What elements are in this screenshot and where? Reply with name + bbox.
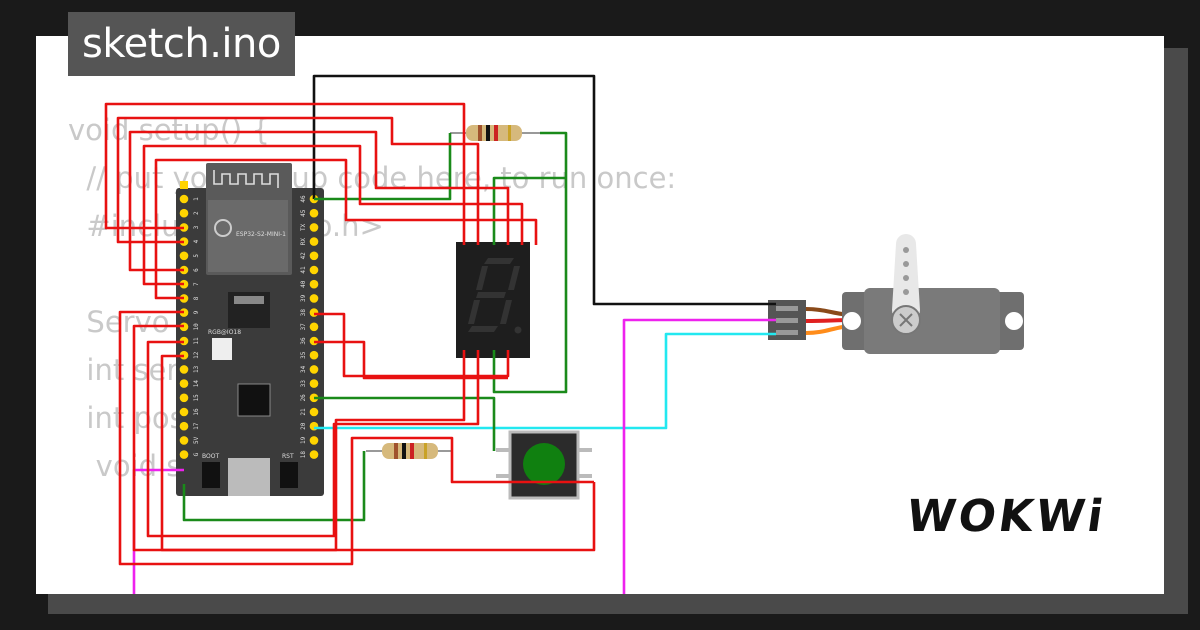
rst-button[interactable]: [280, 462, 298, 488]
pin-TX[interactable]: [309, 223, 319, 232]
pin-label: 45: [300, 209, 307, 217]
pin-label: 9: [193, 310, 200, 314]
espressif-logo-icon: [214, 219, 232, 237]
code-line: int ser: [68, 353, 179, 387]
pin-label: 6: [193, 268, 200, 272]
pin-label: 7: [193, 282, 200, 286]
pin-39[interactable]: [309, 294, 319, 303]
pin-19[interactable]: [309, 436, 319, 445]
pin-37[interactable]: [309, 322, 319, 332]
pin-label: 34: [300, 365, 307, 373]
pin-label: 3: [193, 225, 200, 229]
pin-13[interactable]: [179, 365, 189, 374]
pin-40[interactable]: [309, 279, 319, 289]
pin-label: 8: [193, 296, 200, 300]
display-segments: [468, 258, 522, 334]
pin-label: 26: [300, 394, 307, 402]
pin-38[interactable]: [309, 308, 319, 317]
pin-35[interactable]: [309, 350, 319, 360]
pin-34[interactable]: [309, 365, 319, 374]
pin-label: 12: [193, 351, 200, 359]
pin-label: 40: [300, 280, 307, 288]
pin-15[interactable]: [179, 393, 189, 403]
pin-label: 39: [300, 294, 307, 302]
pin-45[interactable]: [309, 208, 319, 218]
code-line: Servo: [68, 305, 170, 339]
pushbutton[interactable]: [496, 430, 592, 500]
pin-label: 14: [193, 380, 200, 388]
wokwi-logo: WOKWi: [903, 491, 1110, 542]
pin-33[interactable]: [309, 379, 319, 388]
pin-label: 19: [300, 436, 307, 444]
pin-label: 16: [193, 408, 200, 416]
pin-label: 10: [193, 323, 200, 331]
usb-connector: [228, 458, 270, 496]
pin-label: TX: [300, 223, 307, 231]
circuit-diagram: ESP32-S2-MINI-1 RGB@IO18 BOOT RST 123456…: [104, 74, 1024, 594]
pin-1[interactable]: [179, 194, 189, 204]
pin-label: 41: [300, 266, 307, 274]
module-label: ESP32-S2-MINI-1: [236, 231, 286, 238]
usb-chip: [237, 383, 271, 417]
pin-17[interactable]: [179, 421, 189, 431]
rgb-led: [212, 338, 232, 360]
button-cap[interactable]: [523, 443, 565, 485]
pin-5V[interactable]: [179, 436, 189, 445]
pin-label: 17: [193, 422, 200, 430]
pin-label: 35: [300, 351, 307, 359]
pin-label: 13: [193, 365, 200, 373]
pin-label: 38: [300, 309, 307, 317]
rst-label: RST: [282, 453, 294, 460]
diagram-canvas: void setup() { // put your setup code he…: [36, 36, 1164, 594]
pin-G[interactable]: [179, 450, 189, 459]
rgb-led-label: RGB@IO18: [208, 329, 241, 336]
antenna-icon: [213, 170, 279, 188]
esp32-s2-board[interactable]: ESP32-S2-MINI-1 RGB@IO18 BOOT RST 123456…: [176, 163, 324, 496]
wires: [104, 74, 776, 594]
pin-label: 21: [300, 408, 307, 416]
pin-42[interactable]: [309, 251, 319, 261]
pin-label: 46: [300, 195, 307, 203]
pin-label: 37: [300, 323, 307, 331]
pin-label: 20: [300, 422, 307, 430]
pin-label: G: [193, 452, 200, 456]
pin-14[interactable]: [179, 379, 189, 388]
pin-2[interactable]: [179, 208, 189, 218]
boot-label: BOOT: [202, 453, 219, 460]
pin-41[interactable]: [309, 265, 319, 275]
boot-button[interactable]: [202, 462, 220, 488]
sketch-title: sketch.ino: [68, 12, 295, 76]
pin-label: 18: [300, 451, 307, 459]
pin-label: 1: [193, 197, 200, 201]
pin-label: 36: [300, 337, 307, 345]
pin-label: 5V: [193, 436, 200, 444]
pin-label: 33: [300, 380, 307, 388]
resistor-bottom[interactable]: [366, 443, 452, 459]
pin-label: 11: [193, 337, 200, 345]
pin-label: 4: [193, 239, 200, 243]
pin-label: RX: [300, 238, 307, 246]
regulator-tab: [234, 296, 264, 304]
pin-21[interactable]: [309, 407, 319, 417]
pin-label: 2: [193, 211, 200, 215]
pin-5[interactable]: [179, 251, 189, 261]
pin-16[interactable]: [179, 407, 189, 417]
pin-label: 42: [300, 252, 307, 260]
pin-3v3[interactable]: [180, 181, 188, 189]
servo-motor[interactable]: [768, 234, 1024, 354]
pin-RX[interactable]: [309, 237, 319, 246]
pin-18[interactable]: [309, 450, 319, 459]
pin-label: 5: [193, 254, 200, 258]
seven-segment-display[interactable]: [456, 242, 530, 358]
pin-label: 15: [193, 394, 200, 402]
